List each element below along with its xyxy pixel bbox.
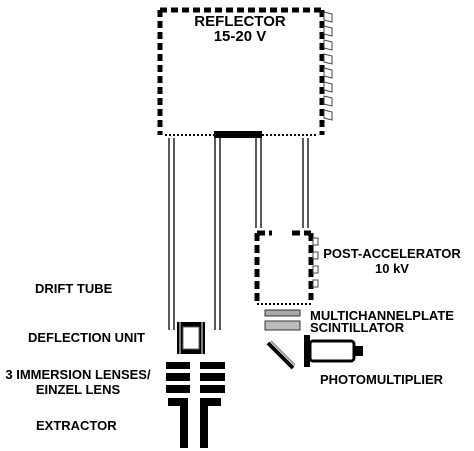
extractor: [168, 398, 221, 448]
extractor-label: EXTRACTOR: [36, 418, 117, 433]
immersion-lenses-label: 3 IMMERSION LENSES/ EINZEL LENS: [0, 367, 162, 397]
deflection-unit: [177, 322, 205, 354]
photomultiplier-device: [304, 335, 363, 367]
post-accelerator-box: [254, 230, 319, 305]
post-accelerator-name: POST-ACCELERATOR: [323, 246, 461, 261]
reflector-voltage: 15-20 V: [213, 28, 267, 45]
reflector-box: [157, 7, 325, 138]
scintillator-label: SCINTILLATOR: [310, 320, 405, 335]
multichannelplate-bar: [264, 309, 301, 317]
light-guide: [266, 341, 295, 370]
immersion-lenses-line2: EINZEL LENS: [35, 382, 121, 397]
photomultiplier-label: PHOTOMULTIPLIER: [320, 372, 444, 387]
scintillator-bar: [264, 320, 301, 331]
post-accelerator-label: POST-ACCELERATOR 10 kV: [317, 246, 467, 276]
drift-tube-label: DRIFT TUBE: [35, 281, 113, 296]
reflector-name: REFLECTOR: [194, 13, 286, 30]
reflector-label: REFLECTOR 15-20 V: [190, 14, 290, 44]
multichannelplate-label: MULTICHANNELPLATE: [310, 308, 454, 323]
ion-path-lines: [168, 138, 309, 330]
reflector-electrode-tabs: [323, 11, 333, 121]
post-accelerator-voltage: 10 kV: [375, 261, 409, 276]
deflection-unit-label: DEFLECTION UNIT: [28, 330, 145, 345]
immersion-lenses-line1: 3 IMMERSION LENSES/: [5, 367, 151, 382]
immersion-lenses: [166, 362, 225, 393]
